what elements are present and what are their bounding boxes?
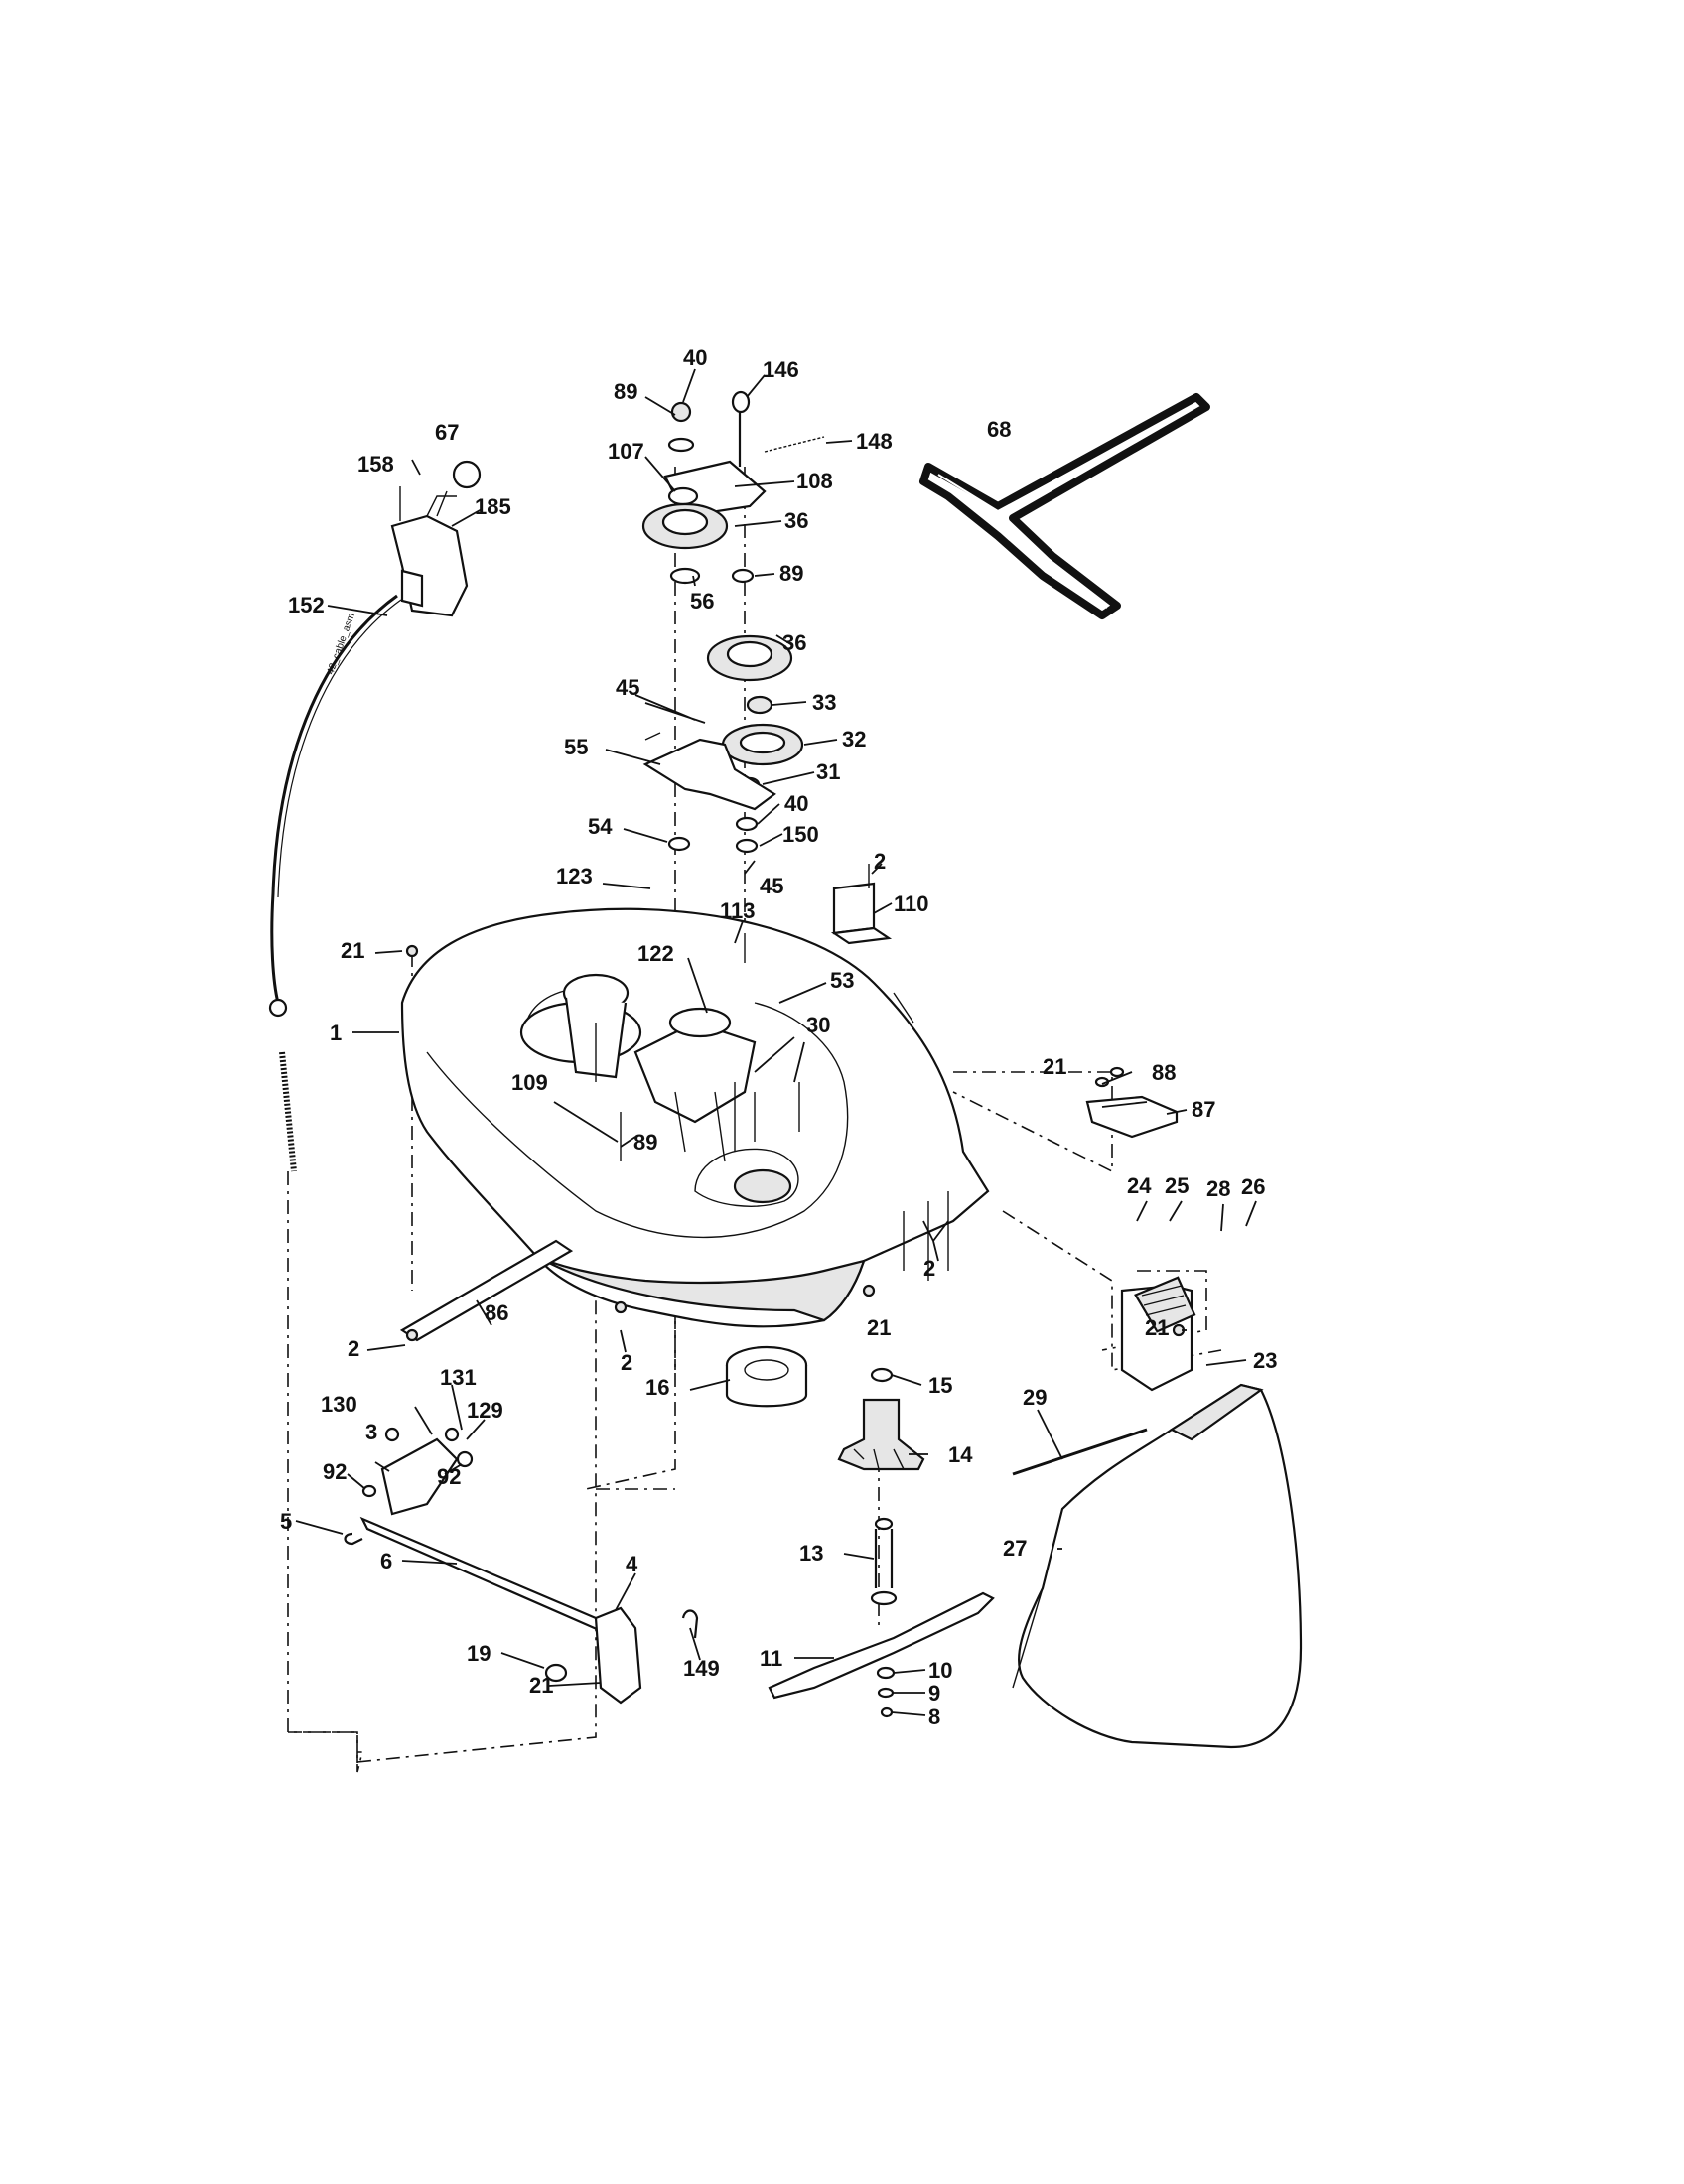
callout-21-rear: 21	[1145, 1315, 1169, 1340]
callout-24: 24	[1127, 1173, 1152, 1198]
callout-30: 30	[806, 1013, 830, 1037]
front-bracket-4	[544, 1606, 699, 1705]
callout-68: 68	[987, 417, 1011, 442]
callout-89-deck: 89	[633, 1130, 657, 1155]
callout-107: 107	[608, 439, 644, 464]
rod-29	[1012, 1428, 1148, 1476]
callout-21-left: 21	[341, 938, 364, 963]
callout-28: 28	[1206, 1176, 1230, 1201]
callout-6: 6	[380, 1549, 392, 1573]
callout-110: 110	[894, 891, 929, 916]
callout-31: 31	[816, 759, 840, 784]
callout-92-left: 92	[323, 1459, 347, 1484]
callout-8: 8	[928, 1705, 940, 1729]
callout-53: 53	[830, 968, 854, 993]
callout-86: 86	[485, 1300, 508, 1325]
callout-21-right: 21	[1043, 1054, 1066, 1079]
callout-2-mid: 2	[621, 1350, 632, 1375]
cable-print-text: 42_cable_asm	[325, 612, 357, 676]
spindle-assembly	[768, 1367, 995, 1718]
callout-89: 89	[614, 379, 637, 404]
callout-2-right: 2	[923, 1256, 935, 1281]
callout-29: 29	[1023, 1385, 1047, 1410]
callout-10: 10	[928, 1658, 952, 1683]
callout-130: 130	[321, 1392, 357, 1417]
callout-149: 149	[683, 1656, 720, 1681]
callout-89-mid: 89	[779, 561, 803, 586]
callout-87: 87	[1192, 1097, 1215, 1122]
callout-36-lower: 36	[782, 630, 806, 655]
deck-left-pulley	[562, 973, 630, 1082]
callout-16: 16	[645, 1375, 669, 1400]
callout-122: 122	[637, 941, 674, 966]
callout-1: 1	[330, 1021, 342, 1045]
callout-14: 14	[948, 1442, 973, 1467]
callout-27: 27	[1003, 1536, 1027, 1561]
leader-lines	[295, 368, 1257, 1716]
knob-67	[452, 460, 482, 489]
callout-123: 123	[556, 864, 593, 888]
front-link-bracket-3	[361, 1427, 474, 1516]
bracket-110	[830, 864, 893, 945]
callout-113: 113	[720, 898, 756, 923]
callout-23: 23	[1253, 1348, 1277, 1373]
fasteners	[405, 933, 1186, 1342]
callout-9: 9	[928, 1681, 940, 1706]
callout-3: 3	[365, 1420, 377, 1444]
callout-158: 158	[357, 452, 394, 477]
callout-108: 108	[796, 469, 833, 493]
callout-21-deck: 21	[867, 1315, 891, 1340]
callout-25: 25	[1165, 1173, 1189, 1198]
callout-40: 40	[683, 345, 707, 370]
callout-13: 13	[799, 1541, 823, 1566]
callout-2-upper: 2	[874, 849, 886, 874]
callout-55: 55	[564, 735, 588, 759]
callout-148: 148	[856, 429, 893, 454]
discharge-chute	[1012, 1383, 1303, 1749]
lift-link-86	[399, 1239, 574, 1342]
callout-11: 11	[760, 1646, 782, 1671]
callout-33: 33	[812, 690, 836, 715]
control-cable: 42_cable_asm	[268, 594, 402, 1172]
callout-5: 5	[280, 1509, 292, 1534]
callout-32: 32	[842, 727, 866, 751]
callout-67: 67	[435, 420, 459, 445]
callout-36-upper: 36	[784, 508, 808, 533]
callout-131: 131	[440, 1365, 477, 1390]
drive-belt	[919, 393, 1210, 619]
callout-15: 15	[928, 1373, 952, 1398]
callout-45-lower: 45	[760, 874, 783, 898]
callout-21-bottom: 21	[529, 1673, 553, 1698]
idler-arm-bracket	[633, 1007, 757, 1162]
callout-2-left: 2	[348, 1336, 359, 1361]
callout-129: 129	[467, 1398, 503, 1423]
callout-45-upper: 45	[616, 675, 639, 700]
callout-88: 88	[1152, 1060, 1176, 1085]
idler-bracket-55	[642, 732, 776, 852]
front-link-rod-6	[344, 1516, 609, 1636]
callout-54: 54	[588, 814, 613, 839]
callout-40-lower: 40	[784, 791, 808, 816]
callout-109: 109	[511, 1070, 548, 1095]
callout-152: 152	[288, 593, 325, 617]
callout-26: 26	[1241, 1174, 1265, 1199]
callout-92-right: 92	[437, 1464, 461, 1489]
callout-4: 4	[626, 1552, 638, 1576]
rear-hinge-bracket	[1120, 1276, 1196, 1392]
callout-labels: 40 89 146 148 68 107 108 36 89 56 36 33 …	[280, 345, 1277, 1729]
callout-56: 56	[690, 589, 714, 614]
baffle-ring-16	[725, 1345, 808, 1408]
callout-150: 150	[782, 822, 819, 847]
callout-19: 19	[467, 1641, 491, 1666]
callout-185: 185	[475, 494, 511, 519]
callout-146: 146	[763, 357, 799, 382]
